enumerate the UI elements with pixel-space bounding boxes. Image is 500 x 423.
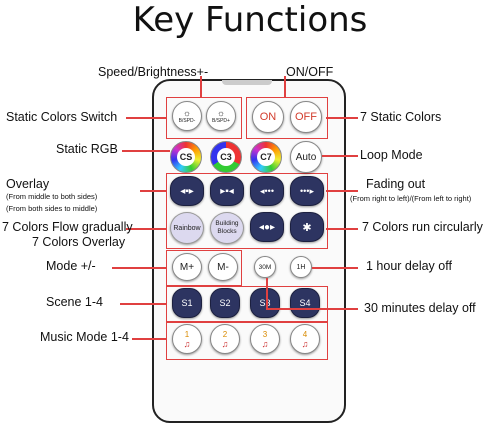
overlay-middle-out-button[interactable]: ◂▪▸ bbox=[170, 176, 204, 206]
connector bbox=[126, 228, 166, 230]
page-title: Key Functions bbox=[132, 0, 368, 40]
cs-label: CS bbox=[177, 148, 195, 166]
label-thirty-min-delay: 30 minutes delay off bbox=[364, 301, 476, 315]
music-1-button[interactable]: 1♫ bbox=[172, 324, 202, 354]
label-one-hour-delay: 1 hour delay off bbox=[366, 259, 452, 273]
spd-plus-label: B/SPD+ bbox=[212, 118, 230, 124]
music-note-icon: ♫ bbox=[183, 338, 191, 349]
ir-window bbox=[222, 80, 272, 85]
mode-plus-button[interactable]: M+ bbox=[172, 253, 202, 281]
connector bbox=[326, 117, 358, 119]
label-seven-colors-overlay: 7 Colors Overlay bbox=[32, 235, 126, 249]
connector bbox=[126, 117, 166, 119]
label-seven-static-colors: 7 Static Colors bbox=[360, 110, 442, 124]
fade-right-left-button[interactable]: ◂••• bbox=[250, 176, 284, 206]
label-overlay-sub1: (From middle to both sides) bbox=[6, 192, 98, 201]
run-circular-right-button[interactable]: ✱ bbox=[290, 212, 324, 242]
connector bbox=[322, 155, 358, 157]
connector bbox=[284, 76, 286, 97]
label-overlay-sub2: (From both sides to middle) bbox=[6, 204, 98, 213]
group-speed bbox=[166, 97, 242, 139]
label-fading-sub: (From right to left)/(From left to right… bbox=[350, 194, 472, 203]
label-music-mode: Music Mode 1-4 bbox=[40, 330, 129, 344]
brightness-speed-plus-button[interactable]: ☼ B/SPD+ bbox=[206, 101, 236, 131]
dots-right-icon: •••▸ bbox=[300, 185, 314, 196]
music-note-icon: ♫ bbox=[261, 338, 269, 349]
connector bbox=[266, 278, 268, 308]
music-3-button[interactable]: 3♫ bbox=[250, 324, 280, 354]
group-mode bbox=[166, 250, 242, 286]
run-circular-left-button[interactable]: ◂●▸ bbox=[250, 212, 284, 242]
c7-label: C7 bbox=[257, 148, 275, 166]
scene-4-button[interactable]: S4 bbox=[290, 288, 320, 318]
timer-1h-button[interactable]: 1H bbox=[290, 256, 312, 278]
chevron-in-icon: ◂●▸ bbox=[258, 221, 276, 233]
music-note-icon: ♫ bbox=[301, 338, 309, 349]
connector bbox=[120, 303, 166, 305]
music-2-button[interactable]: 2♫ bbox=[210, 324, 240, 354]
connector bbox=[312, 267, 358, 269]
overlay-sides-in-button[interactable]: ▸▪◂ bbox=[210, 176, 244, 206]
music-4-label: 4 bbox=[302, 329, 308, 339]
group-effects bbox=[166, 173, 328, 249]
label-mode: Mode +/- bbox=[46, 259, 96, 273]
on-button[interactable]: ON bbox=[252, 101, 284, 133]
sun-icon: ☼ bbox=[182, 108, 192, 118]
label-seven-colors-flow: 7 Colors Flow gradually bbox=[2, 220, 133, 234]
group-scene bbox=[166, 286, 328, 322]
label-loop-mode: Loop Mode bbox=[360, 148, 423, 162]
c3-color-button[interactable]: C3 bbox=[210, 141, 242, 173]
sun-icon: ☼ bbox=[216, 108, 226, 118]
scene-3-button[interactable]: S3 bbox=[250, 288, 280, 318]
connector bbox=[140, 190, 166, 192]
label-overlay: Overlay bbox=[6, 177, 50, 191]
connector bbox=[200, 76, 202, 97]
label-fading-out: Fading out bbox=[366, 177, 426, 191]
connector bbox=[132, 338, 166, 340]
c7-color-button[interactable]: C7 bbox=[250, 141, 282, 173]
building-blocks-button[interactable]: Building Blocks bbox=[210, 212, 244, 244]
c3-label: C3 bbox=[217, 148, 235, 166]
music-2-label: 2 bbox=[222, 329, 228, 339]
cs-color-button[interactable]: CS bbox=[170, 141, 202, 173]
connector bbox=[266, 308, 358, 310]
group-music bbox=[166, 322, 328, 360]
label-scene: Scene 1-4 bbox=[46, 295, 103, 309]
rainbow-button[interactable]: Rainbow bbox=[170, 212, 204, 244]
off-button[interactable]: OFF bbox=[290, 101, 322, 133]
music-4-button[interactable]: 4♫ bbox=[290, 324, 320, 354]
timer-30m-button[interactable]: 30M bbox=[254, 256, 276, 278]
brightness-speed-minus-button[interactable]: ☼ B/SPD- bbox=[172, 101, 202, 131]
label-seven-colors-run: 7 Colors run circularly bbox=[362, 220, 483, 234]
connector bbox=[122, 150, 170, 152]
music-note-icon: ♫ bbox=[221, 338, 229, 349]
remote-control-body bbox=[152, 79, 346, 423]
scene-1-button[interactable]: S1 bbox=[172, 288, 202, 318]
mode-minus-button[interactable]: M- bbox=[208, 253, 238, 281]
label-static-colors-switch: Static Colors Switch bbox=[6, 110, 118, 124]
star-icon: ✱ bbox=[302, 221, 312, 234]
connector bbox=[112, 267, 166, 269]
connector bbox=[326, 228, 358, 230]
spd-minus-label: B/SPD- bbox=[178, 118, 196, 124]
fade-left-right-button[interactable]: •••▸ bbox=[290, 176, 324, 206]
dots-left-icon: ◂••• bbox=[260, 185, 274, 196]
arrows-in-icon: ▸▪◂ bbox=[220, 185, 234, 197]
arrows-out-icon: ◂▪▸ bbox=[180, 185, 194, 197]
auto-button[interactable]: Auto bbox=[290, 141, 322, 173]
scene-2-button[interactable]: S2 bbox=[210, 288, 240, 318]
connector bbox=[326, 190, 358, 192]
music-3-label: 3 bbox=[262, 329, 268, 339]
label-speed-brightness: Speed/Brightness+- bbox=[98, 65, 209, 79]
label-on-off: ON/OFF bbox=[286, 65, 334, 79]
label-static-rgb: Static RGB bbox=[56, 142, 118, 156]
music-1-label: 1 bbox=[184, 329, 190, 339]
